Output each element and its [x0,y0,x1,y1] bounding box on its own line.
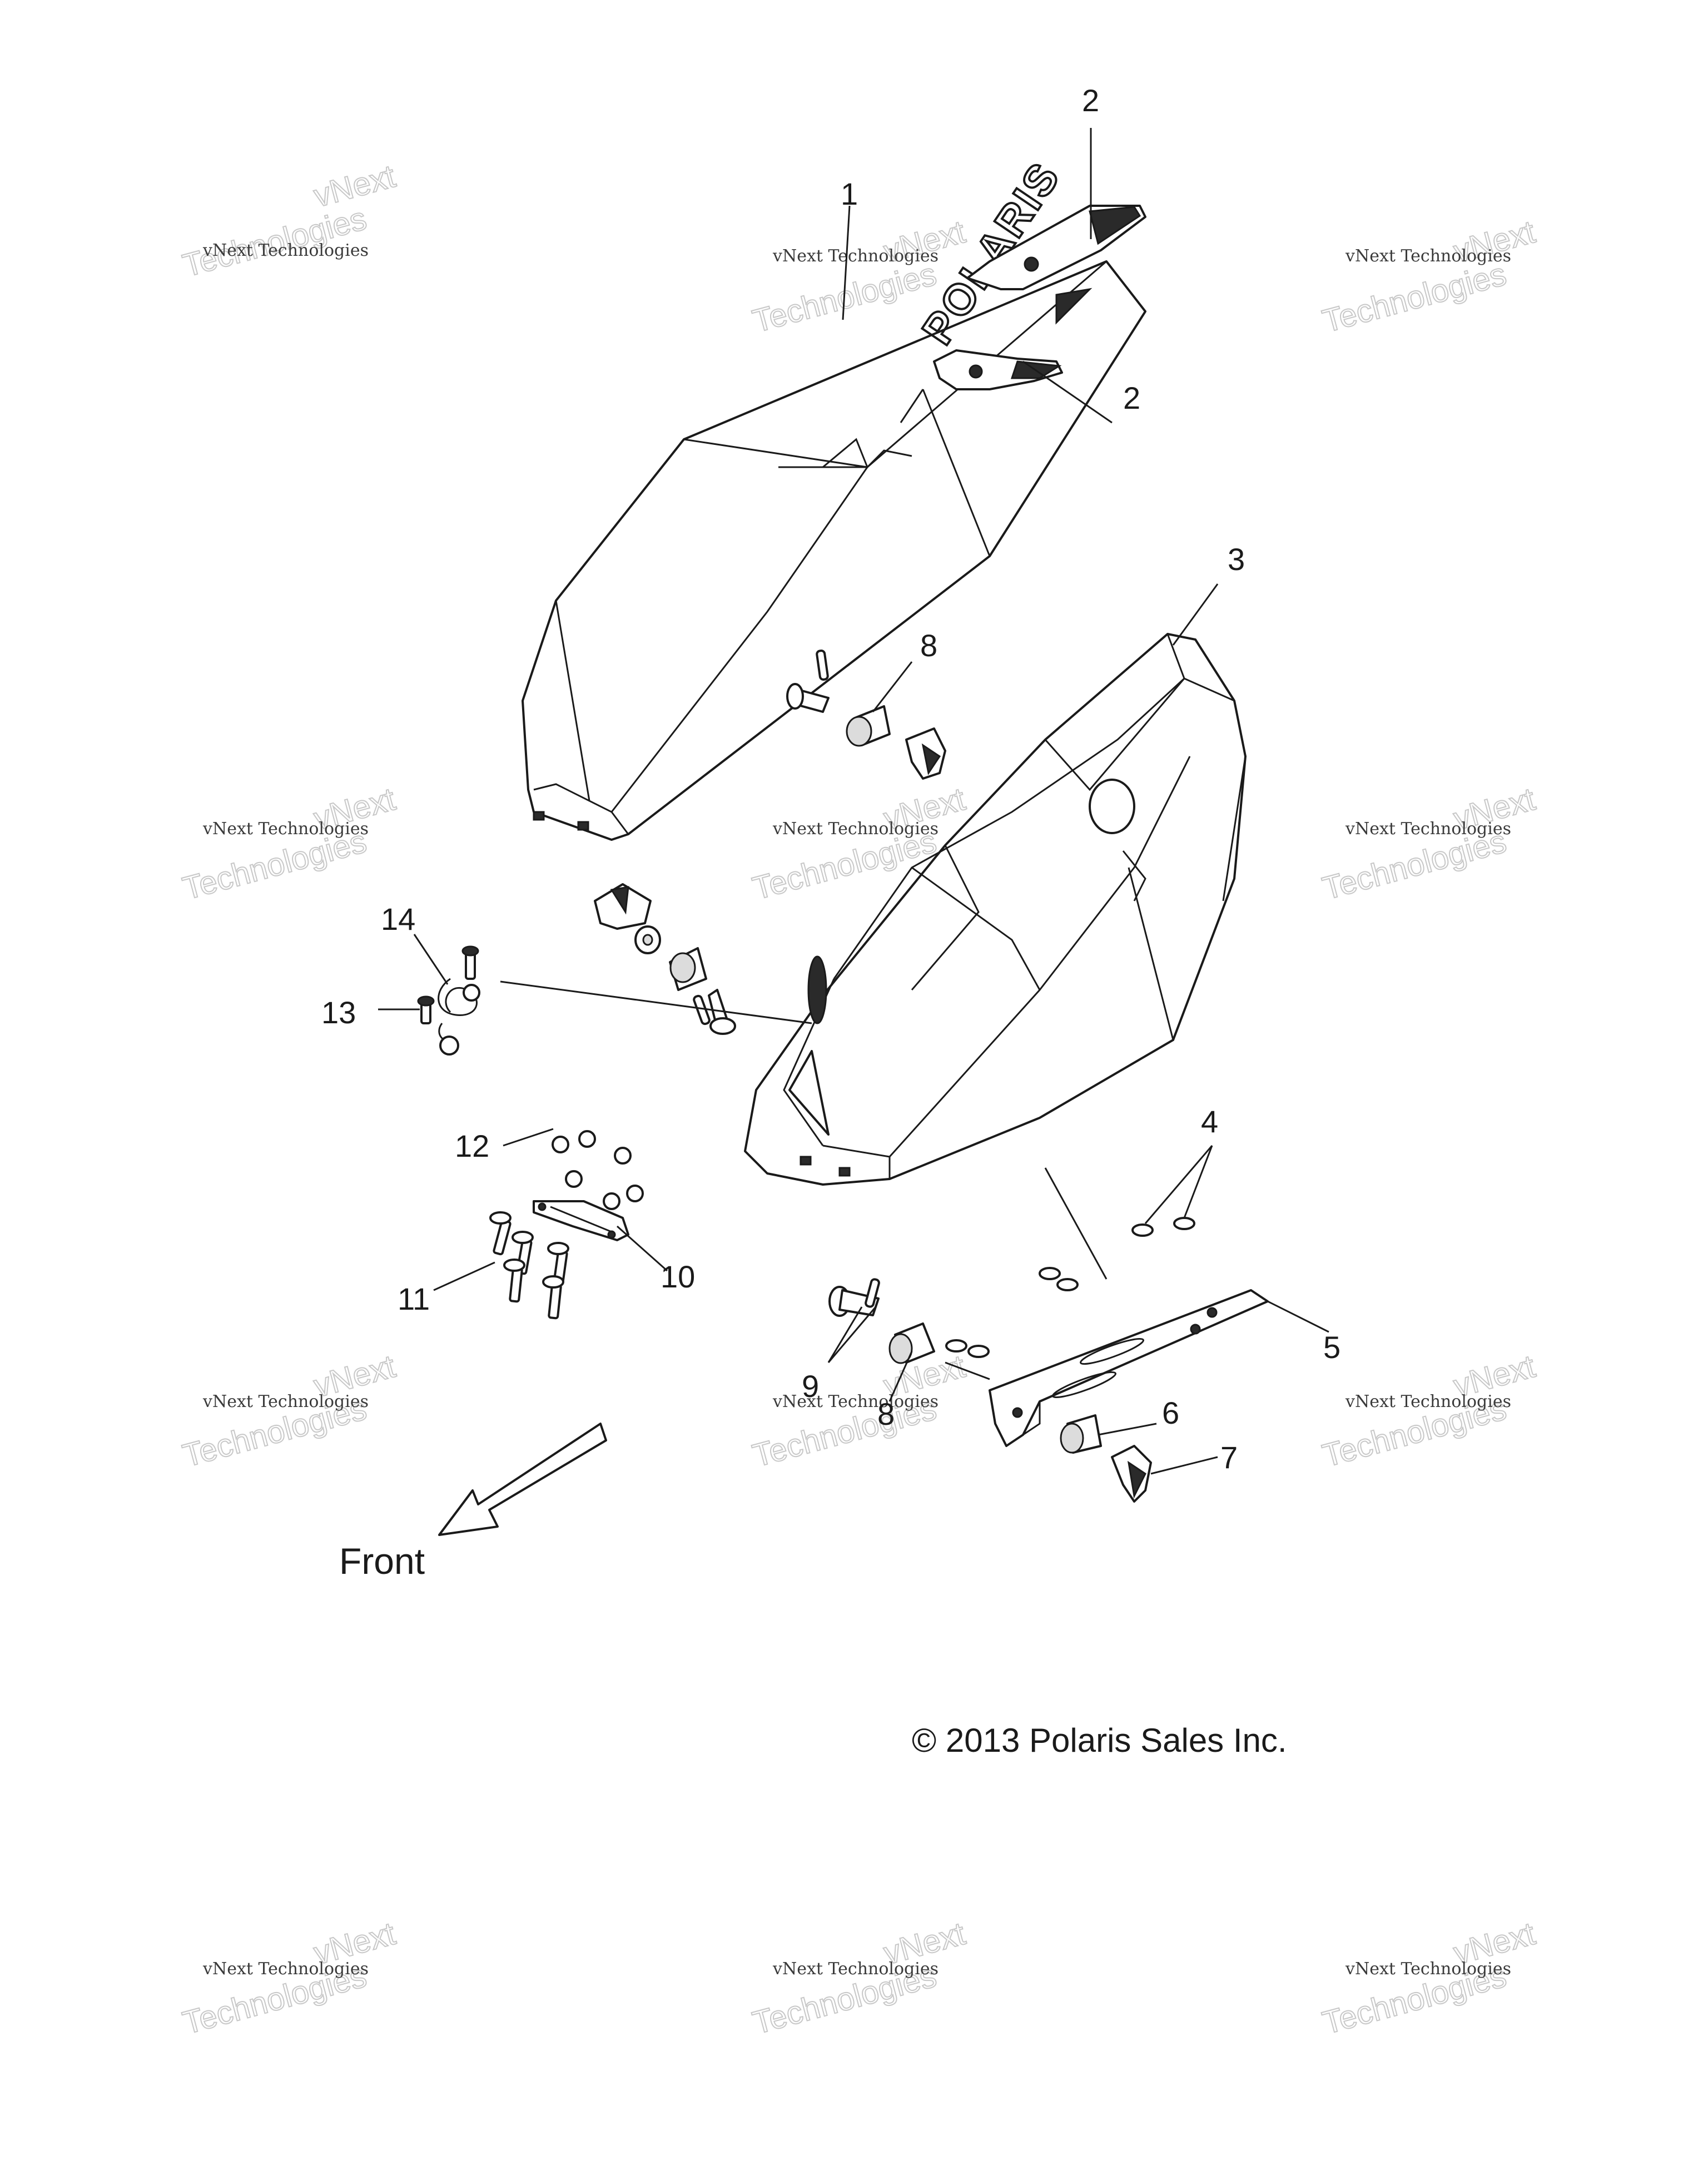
bushing-left[interactable] [669,947,707,991]
callout-8: 8 [920,628,937,663]
watermark-text: vNext Technologies [202,1392,369,1411]
callout-10: 10 [661,1259,695,1294]
watermark: vNext Technologies [178,780,400,907]
watermark-text: vNext Technologies [1345,1392,1511,1411]
box-rib [788,1050,830,1136]
copyright-notice: © 2013 Polaris Sales Inc. [912,1722,1287,1759]
hinge-clip-left[interactable] [594,883,652,930]
bushing-6[interactable] [1060,1414,1102,1454]
nut[interactable] [552,1136,569,1153]
callout-12: 12 [455,1128,489,1163]
callout-9: 9 [802,1369,819,1404]
callout-5: 5 [1323,1330,1340,1365]
callout-2: 2 [1082,83,1099,118]
callout-2: 2 [1123,380,1140,415]
hinge-clip-7[interactable] [1111,1445,1152,1503]
callout-6: 6 [1162,1395,1179,1430]
nut[interactable] [603,1192,620,1210]
leader-lines [378,128,1329,1475]
storage-box[interactable] [744,633,1247,1186]
watermark-text: vNext Technologies [772,819,939,839]
bolt-set[interactable] [489,1211,569,1320]
front-direction-arrow [438,1423,607,1536]
latch-upper[interactable] [966,205,1146,290]
callout-13: 13 [321,995,356,1030]
watermark: vNext Technologies [1318,780,1540,907]
nut[interactable] [565,1170,583,1188]
watermark-text: vNext Technologies [202,1959,369,1979]
nut-set[interactable] [552,1130,644,1210]
screw-14[interactable] [461,945,479,980]
callout-11: 11 [398,1281,430,1316]
lid-bracket-hole [577,821,589,831]
watermark-text: vNext Technologies [772,1959,939,1979]
screw-set-4[interactable] [945,1217,1195,1358]
box-mount-hole [838,1167,851,1177]
svg-text:Technologies: Technologies [1319,256,1510,339]
box-hinge-boss [1089,779,1135,834]
watermark-text: vNext Technologies [202,819,369,839]
washer-left[interactable] [634,925,661,954]
box-mount-hole [800,1156,812,1166]
bolt[interactable] [503,1259,525,1303]
watermark-text: vNext Technologies [1345,246,1511,266]
callout-8: 8 [877,1396,895,1431]
bolt[interactable] [489,1211,512,1256]
box-latch-keeper [807,955,827,1024]
mounting-bracket[interactable] [989,1289,1269,1447]
watermark: vNext Technologies [178,157,400,284]
watermark-text: vNext Technologies [772,1392,939,1411]
callout-7: 7 [1220,1440,1238,1475]
hinge-pin-upper[interactable] [786,650,830,713]
watermark-text: vNext Technologies [772,246,939,266]
latch-lower[interactable] [933,349,1063,390]
nut[interactable] [578,1130,596,1148]
callout-1: 1 [841,176,858,211]
retainer-spring[interactable] [438,978,480,1056]
hinge-pin-lower[interactable] [828,1278,880,1317]
watermark-text: vNext Technologies [1345,1959,1511,1979]
hinge-plate[interactable] [533,1200,629,1241]
screw-13[interactable] [417,995,435,1024]
callout-3: 3 [1228,542,1245,577]
watermark: vNext Technologies [1318,213,1540,340]
nut[interactable] [614,1147,632,1165]
front-label: Front [339,1540,425,1582]
lid-bracket-hole [533,811,545,821]
hinge-clip-upper[interactable] [905,727,946,780]
callout-labels: 1 2 2 3 4 5 6 7 8 8 9 10 11 12 13 14 [321,83,1340,1475]
bushing-upper[interactable] [846,705,891,747]
callout-4: 4 [1201,1104,1218,1139]
watermark-text: vNext Technologies [202,241,369,260]
bolt[interactable] [542,1275,564,1320]
watermark-text: vNext Technologies [1345,819,1511,839]
nut[interactable] [626,1185,644,1202]
bushing-lower[interactable] [888,1322,935,1364]
callout-14: 14 [381,901,415,937]
